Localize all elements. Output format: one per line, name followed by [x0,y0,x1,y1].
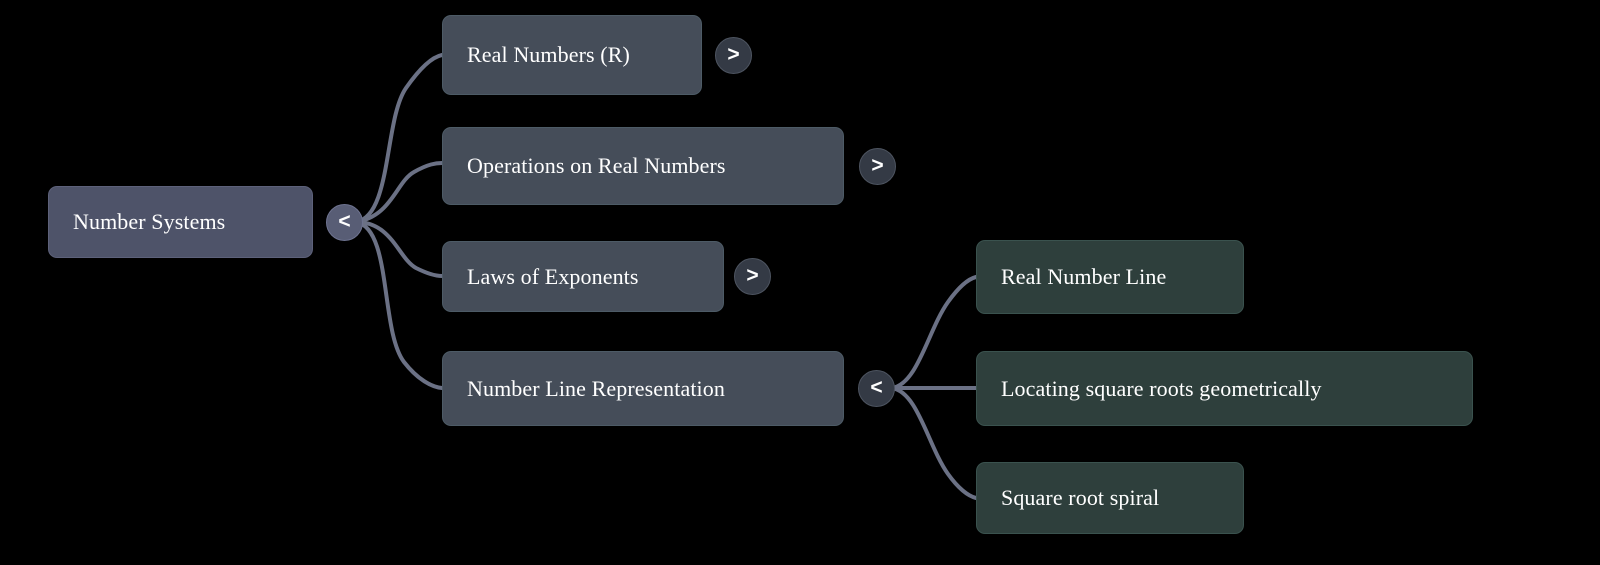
node-label: Number Line Representation [467,375,725,401]
node-leaf-square-root-spiral[interactable]: Square root spiral [976,462,1244,534]
edge-root-to-laws [354,220,444,278]
node-branch-number-line-representation[interactable]: Number Line Representation [442,351,844,426]
toggle-badge-number-systems[interactable]: < [326,204,363,241]
node-branch-laws-of-exponents[interactable]: Laws of Exponents [442,241,724,312]
toggle-badge-laws-of-exponents[interactable]: > [734,258,771,295]
chevron-left-icon: < [870,376,883,399]
edge-root-to-number-line [354,220,444,390]
toggle-badge-real-numbers[interactable]: > [715,37,752,74]
node-label: Operations on Real Numbers [467,153,726,178]
node-label: Real Number Line [1001,264,1167,289]
edge-number-line-to-real-number-line [890,275,978,390]
chevron-right-icon: > [871,154,884,177]
edge-number-line-to-square-root-spiral [890,386,978,500]
edge-root-to-real-numbers [354,53,444,224]
node-label: Locating square roots geometrically [1001,375,1322,401]
node-label: Square root spiral [1001,485,1160,510]
node-label: Real Numbers (R) [467,42,630,67]
node-leaf-locating-square-roots-geometrically[interactable]: Locating square roots geometrically [976,351,1473,426]
chevron-right-icon: > [746,264,759,287]
toggle-badge-number-line-representation[interactable]: < [858,370,895,407]
edge-root-to-operations [354,161,444,224]
node-label: Number Systems [73,209,226,234]
node-label: Laws of Exponents [467,263,639,289]
node-branch-operations-on-real-numbers[interactable]: Operations on Real Numbers [442,127,844,205]
toggle-badge-operations-on-real-numbers[interactable]: > [859,148,896,185]
node-root-number-systems[interactable]: Number Systems [48,186,313,258]
node-leaf-real-number-line[interactable]: Real Number Line [976,240,1244,314]
chevron-left-icon: < [338,210,351,233]
chevron-right-icon: > [727,43,740,66]
node-branch-real-numbers[interactable]: Real Numbers (R) [442,15,702,95]
